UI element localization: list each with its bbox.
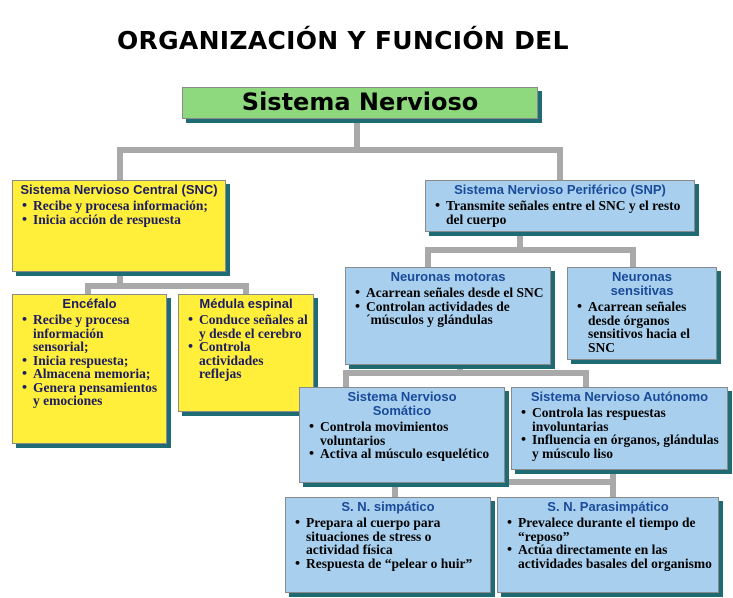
list-item: Prevalece durante el tiempo de “reposo” [506, 516, 714, 543]
list-item: Respuesta de “pelear o huir” [294, 556, 486, 571]
node-header: S. N. Parasimpático [547, 499, 669, 514]
node-neuronas-sensitivas: Neuronas sensitivas Acarrean señales des… [567, 267, 717, 360]
list-item: Acarrean señales desde el SNC [354, 286, 546, 300]
connector-snp [425, 229, 636, 270]
node-medula-espinal: Médula espinal Conduce señales al y desd… [178, 294, 314, 412]
node-list: Controla movimientos voluntarios Activa … [300, 420, 504, 461]
node-list: Acarrean señales desde el SNC Controlan … [346, 286, 550, 327]
list-item: Inicia respuesta; [21, 353, 162, 368]
node-header: Sistema Nervioso Periférico (SNP) [454, 182, 666, 197]
list-item: Conduce señales al y desde el cerebro [187, 313, 309, 340]
node-snp: Sistema Nervioso Periférico (SNP) Transm… [425, 180, 695, 232]
node-sistema-somatico: Sistema Nervioso Somático Controla movim… [299, 387, 505, 483]
node-sistema-nervioso: Sistema Nervioso [182, 87, 538, 119]
node-snc: Sistema Nervioso Central (SNC) Recibe y … [12, 180, 226, 272]
node-sistema-autonomo: Sistema Nervioso Autónomo Controla las r… [511, 387, 728, 470]
list-item: Acarrean señales desde órganos sensitivo… [576, 300, 712, 354]
node-header: S. N. simpático [341, 499, 435, 514]
node-sn-simpatico: S. N. simpático Prepara al cuerpo para s… [285, 497, 491, 593]
node-sn-parasimpatico: S. N. Parasimpático Prevalece durante el… [497, 497, 719, 593]
node-neuronas-motoras: Neuronas motoras Acarrean señales desde … [345, 267, 551, 365]
list-item: Genera pensamientos y emociones [21, 380, 162, 408]
list-item: Activa al músculo esquelético [308, 447, 500, 461]
node-list: Transmite señales entre el SNC y el rest… [426, 199, 694, 226]
node-list: Recibe y procesa información; Inicia acc… [13, 199, 225, 226]
node-header: Sistema Nervioso Autónomo [530, 389, 709, 404]
list-item: Influencia en órganos, glándulas y múscu… [520, 433, 723, 460]
node-list: Prevalece durante el tiempo de “reposo” … [498, 516, 718, 570]
connector-root [117, 117, 563, 183]
node-list: Conduce señales al y desde el cerebro Co… [179, 313, 313, 381]
list-item: Controla actividades reflejas [187, 340, 309, 381]
node-header: Encéfalo [62, 296, 117, 311]
node-list: Recibe y procesa información sensorial; … [13, 313, 166, 408]
node-label: Sistema Nervioso [241, 88, 479, 116]
connector-snc [85, 269, 249, 297]
list-item: Prepara al cuerpo para situaciones de st… [294, 516, 486, 557]
connector-motoras [343, 362, 589, 390]
node-list: Controla las respuestas involuntarias In… [512, 406, 727, 460]
node-header: Médula espinal [199, 296, 293, 311]
list-item: Actúa directamente en las actividades ba… [506, 543, 714, 570]
list-item: Transmite señales entre el SNC y el rest… [434, 199, 690, 226]
list-item: Recibe y procesa información; [21, 199, 221, 213]
node-list: Acarrean señales desde órganos sensitivo… [568, 300, 716, 354]
diagram-title: ORGANIZACIÓN Y FUNCIÓN DEL [117, 26, 569, 55]
list-item: Controla las respuestas involuntarias [520, 406, 723, 433]
list-item: Controla movimientos voluntarios [308, 420, 500, 447]
node-header: Sistema Nervioso Somático [347, 389, 457, 418]
list-item: Controlan actividades de ´músculos y glá… [354, 299, 546, 327]
node-header: Neuronas motoras [390, 269, 506, 284]
node-header: Neuronas sensitivas [610, 269, 674, 298]
list-item: Inicia acción de respuesta [21, 212, 221, 227]
node-encefalo: Encéfalo Recibe y procesa información se… [12, 294, 167, 444]
list-item: Recibe y procesa información sensorial; [21, 313, 162, 354]
node-list: Prepara al cuerpo para situaciones de st… [286, 516, 490, 570]
node-header: Sistema Nervioso Central (SNC) [20, 182, 218, 197]
list-item: Almacena memoria; [21, 367, 162, 381]
